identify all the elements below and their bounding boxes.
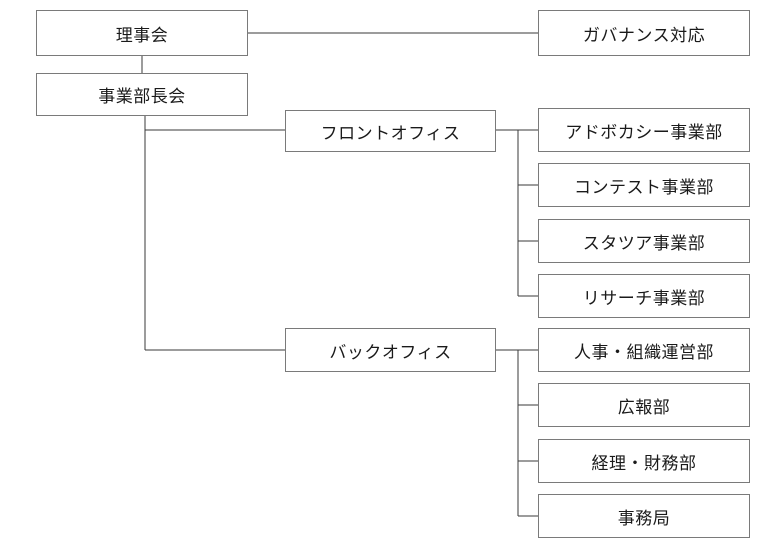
front-dept-box-1: アドボカシー事業部 <box>538 108 750 152</box>
division-heads-box: 事業部長会 <box>36 73 248 116</box>
front-dept-box-2: コンテスト事業部 <box>538 163 750 207</box>
back-dept-box-1: 人事・組織運営部 <box>538 328 750 372</box>
back-dept-box-2: 広報部 <box>538 383 750 427</box>
front-office-box: フロントオフィス <box>285 110 496 152</box>
front-dept-box-4: リサーチ事業部 <box>538 274 750 318</box>
back-office-box: バックオフィス <box>285 328 496 372</box>
board-box: 理事会 <box>36 10 248 56</box>
back-dept-box-4: 事務局 <box>538 494 750 538</box>
front-dept-box-3: スタツア事業部 <box>538 219 750 263</box>
governance-box: ガバナンス対応 <box>538 10 750 56</box>
back-dept-box-3: 経理・財務部 <box>538 439 750 483</box>
